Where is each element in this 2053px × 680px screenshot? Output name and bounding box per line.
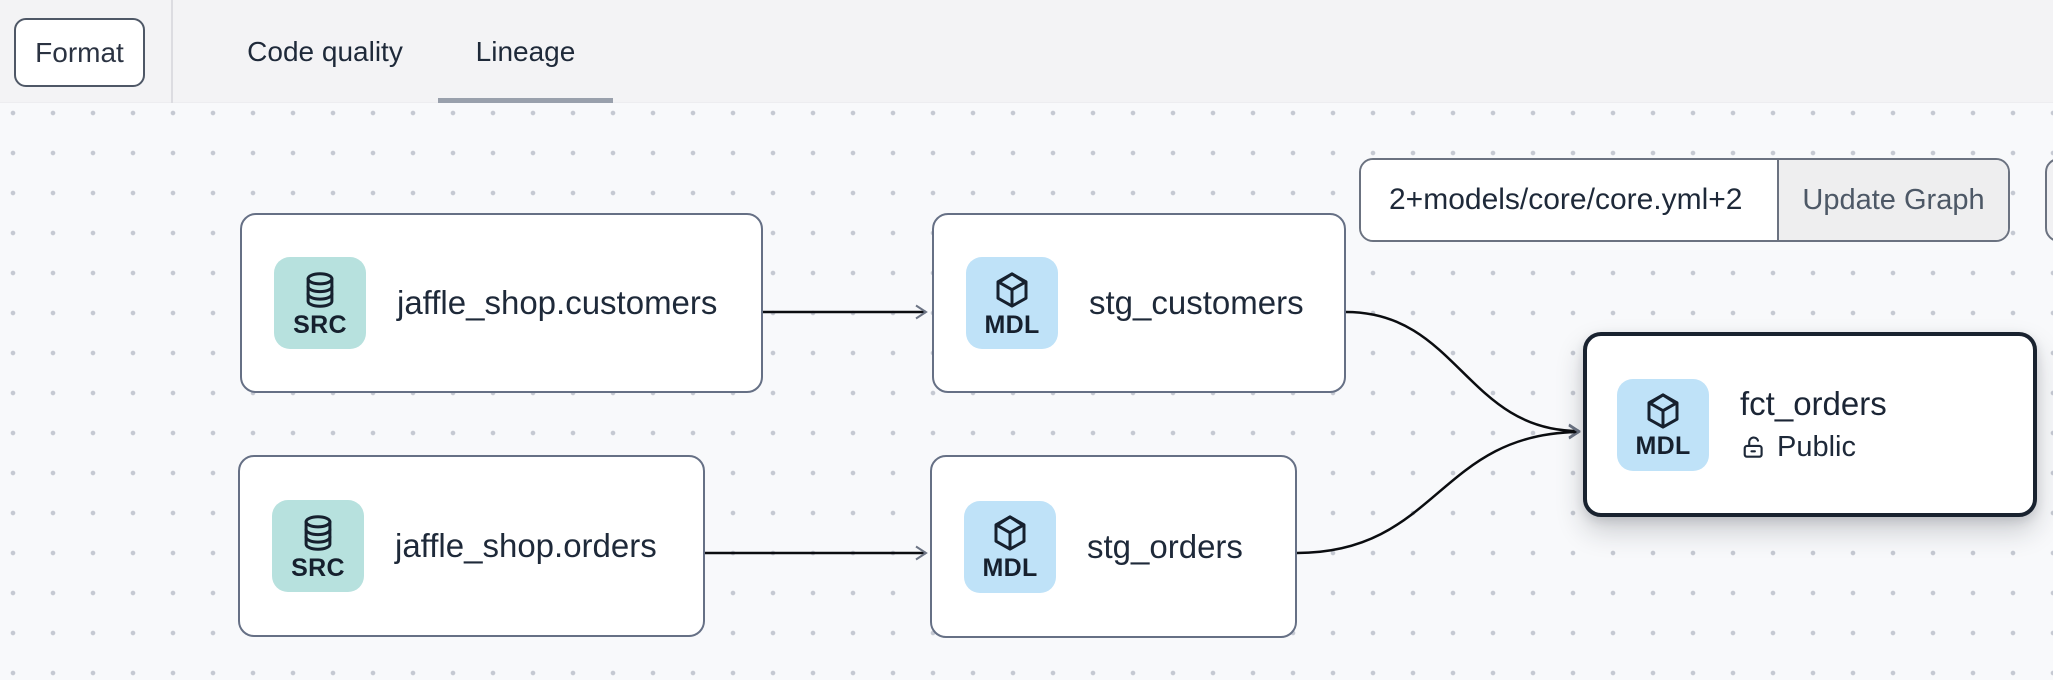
active-tab-underline bbox=[438, 98, 613, 103]
access-row: Public bbox=[1740, 431, 1887, 464]
tab-code-quality[interactable]: Code quality bbox=[210, 0, 440, 103]
edge-stg-orders-to-fct bbox=[1296, 424, 1581, 555]
node-model-stg-customers[interactable]: MDL stg_customers bbox=[932, 213, 1346, 393]
top-toolbar: Format Code quality Lineage bbox=[0, 0, 2053, 103]
lineage-canvas[interactable]: SRC jaffle_shop.customers MDL stg_custom… bbox=[0, 103, 2053, 680]
source-badge: SRC bbox=[274, 257, 366, 349]
source-badge: SRC bbox=[272, 500, 364, 592]
node-label: stg_orders bbox=[1087, 527, 1243, 565]
database-icon bbox=[297, 512, 339, 554]
badge-label: MDL bbox=[982, 554, 1038, 582]
lock-open-icon bbox=[1740, 434, 1767, 461]
badge-label: SRC bbox=[291, 553, 345, 582]
node-label: stg_customers bbox=[1089, 284, 1304, 321]
cube-icon bbox=[1642, 390, 1684, 432]
database-icon bbox=[299, 269, 341, 311]
tab-lineage[interactable]: Lineage bbox=[438, 0, 613, 103]
node-label: fct_orders bbox=[1740, 385, 1887, 422]
tab-lineage-label: Lineage bbox=[475, 35, 576, 67]
node-model-fct-orders[interactable]: MDL fct_orders Public bbox=[1583, 332, 2037, 517]
model-badge: MDL bbox=[1617, 378, 1709, 471]
badge-label: MDL bbox=[984, 310, 1040, 339]
update-graph-button[interactable]: Update Graph bbox=[1777, 160, 2008, 240]
model-badge: MDL bbox=[964, 500, 1056, 593]
clipped-right-button[interactable] bbox=[2045, 158, 2053, 242]
cube-icon bbox=[991, 269, 1033, 311]
node-text-column: fct_orders Public bbox=[1740, 385, 1887, 464]
badge-label: MDL bbox=[1635, 432, 1691, 460]
badge-label: SRC bbox=[293, 310, 347, 339]
node-source-jaffle-shop-orders[interactable]: SRC jaffle_shop.orders bbox=[238, 455, 705, 637]
tab-code-quality-label: Code quality bbox=[247, 35, 403, 67]
access-label: Public bbox=[1777, 431, 1856, 463]
node-source-jaffle-shop-customers[interactable]: SRC jaffle_shop.customers bbox=[240, 213, 763, 393]
selector-group: Update Graph bbox=[1359, 158, 2010, 242]
cube-icon bbox=[989, 512, 1031, 554]
lineage-edges bbox=[705, 304, 1581, 561]
lineage-selector-input[interactable] bbox=[1361, 160, 1777, 240]
node-label: jaffle_shop.customers bbox=[397, 284, 718, 321]
model-badge: MDL bbox=[966, 257, 1058, 349]
toolbar-divider bbox=[171, 0, 173, 103]
node-model-stg-orders[interactable]: MDL stg_orders bbox=[930, 455, 1297, 638]
format-button[interactable]: Format bbox=[14, 18, 145, 87]
node-label: jaffle_shop.orders bbox=[395, 527, 657, 564]
edge-stg-customers-to-fct bbox=[1345, 310, 1581, 439]
